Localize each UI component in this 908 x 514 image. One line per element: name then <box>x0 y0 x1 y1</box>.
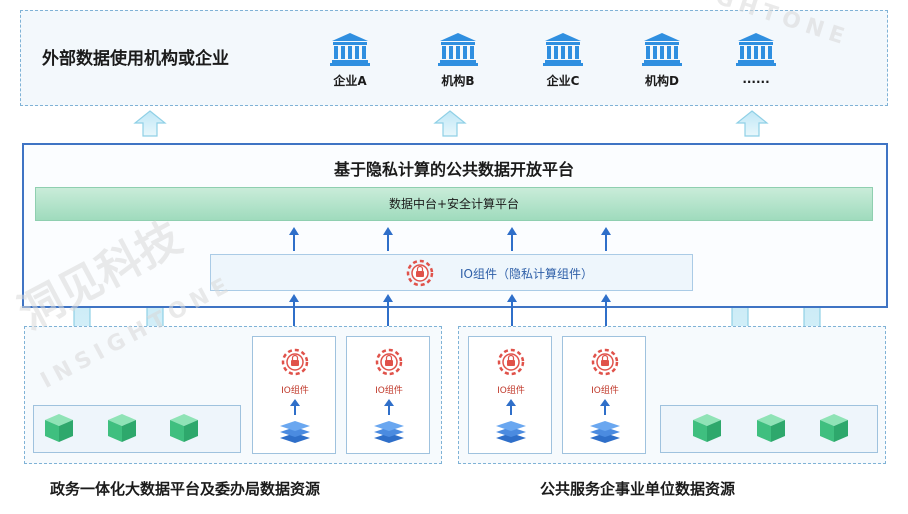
io-gear-icon <box>591 348 619 376</box>
data-cube-icon <box>757 414 785 442</box>
up-arrow-icon <box>384 399 394 415</box>
up-arrow-to-users <box>433 110 467 137</box>
data-middle-platform-bar: 数据中台+安全计算平台 <box>35 187 873 221</box>
io-gear-icon <box>497 348 525 376</box>
bank-icon <box>736 33 776 66</box>
io-card-label: IO组件 <box>591 386 619 396</box>
org-label: 企业A <box>333 74 367 88</box>
io-component-bar <box>210 254 693 291</box>
org-item: 机构B <box>418 32 498 89</box>
data-layers-icon <box>496 421 526 443</box>
top-up-arrows <box>133 110 769 137</box>
org-item: ...... <box>716 32 796 86</box>
up-arrow-to-users <box>735 110 769 137</box>
data-layers-icon <box>590 421 620 443</box>
io-card-label: IO组件 <box>497 386 525 396</box>
data-cube-icon <box>693 414 721 442</box>
arrow-io-to-middle <box>289 227 299 251</box>
arrow-io-to-middle <box>507 227 517 251</box>
up-arrow-icon <box>600 399 610 415</box>
io-card-label: IO组件 <box>375 386 403 396</box>
org-item: 机构D <box>622 32 702 89</box>
data-cube-icon <box>820 414 848 442</box>
org-label: 机构D <box>645 74 679 88</box>
arrow-io-to-middle <box>383 227 393 251</box>
io-component-bar-label: IO组件（隐私计算组件） <box>460 267 593 281</box>
data-cube-icon <box>108 414 136 442</box>
external-users-title: 外部数据使用机构或企业 <box>42 49 229 69</box>
bank-icon <box>642 33 682 66</box>
public-service-data-label: 公共服务企事业单位数据资源 <box>540 480 736 498</box>
io-gear-icon <box>406 259 434 287</box>
io-gear-icon <box>281 348 309 376</box>
up-arrow-icon <box>290 399 300 415</box>
bank-icon <box>438 33 478 66</box>
bank-icon <box>543 33 583 66</box>
data-layers-icon <box>280 421 310 443</box>
io-component-card: IO组件 <box>562 336 646 454</box>
data-layers-icon <box>374 421 404 443</box>
up-arrow-to-users <box>133 110 167 137</box>
org-label: 机构B <box>441 74 475 88</box>
io-component-card: IO组件 <box>468 336 552 454</box>
io-gear-icon <box>375 348 403 376</box>
data-cube-icon <box>45 414 73 442</box>
org-label: 企业C <box>546 74 580 88</box>
data-cube-icon <box>170 414 198 442</box>
arrow-io-to-middle <box>601 227 611 251</box>
up-arrow-icon <box>506 399 516 415</box>
org-item: 企业C <box>523 32 603 89</box>
platform-title: 基于隐私计算的公共数据开放平台 <box>333 160 574 179</box>
government-data-label: 政务一体化大数据平台及委办局数据资源 <box>50 480 321 498</box>
io-component-card: IO组件 <box>346 336 430 454</box>
io-component-card: IO组件 <box>252 336 336 454</box>
io-card-label: IO组件 <box>281 386 309 396</box>
org-item: 企业A <box>310 32 390 89</box>
org-label: ...... <box>742 72 770 86</box>
bank-icon <box>330 33 370 66</box>
